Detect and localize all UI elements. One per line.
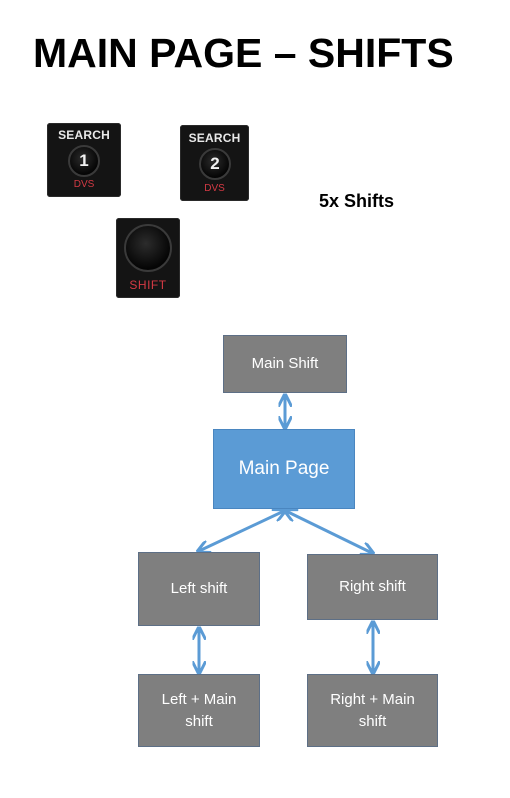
shift-knob [124,224,172,272]
shift-button: SHIFT [116,218,180,298]
page-title: MAIN PAGE – SHIFTS [33,30,454,76]
node-right-shift: Right shift [307,554,438,620]
node-left-main-shift: Left + Main shift [138,674,260,747]
search-2-dvs-button: SEARCH 2 DVS [180,125,249,201]
search-2-knob: 2 [199,148,231,180]
search-1-dvs-button: SEARCH 1 DVS [47,123,121,197]
arrow-main-page-left-shift [199,511,284,551]
node-right-main-shift: Right + Main shift [307,674,438,747]
arrow-main-page-right-shift [286,511,372,553]
search-label: SEARCH [188,131,241,145]
search-label: SEARCH [58,128,110,142]
shift-label: SHIFT [129,278,167,292]
shift-count-label: 5x Shifts [319,191,395,211]
dvs-label: DVS [73,179,95,190]
node-left-shift: Left shift [138,552,260,626]
node-main-shift: Main Shift [223,335,347,393]
dvs-label: DVS [204,183,225,194]
node-main-page: Main Page [213,429,355,509]
search-1-knob: 1 [68,145,100,177]
